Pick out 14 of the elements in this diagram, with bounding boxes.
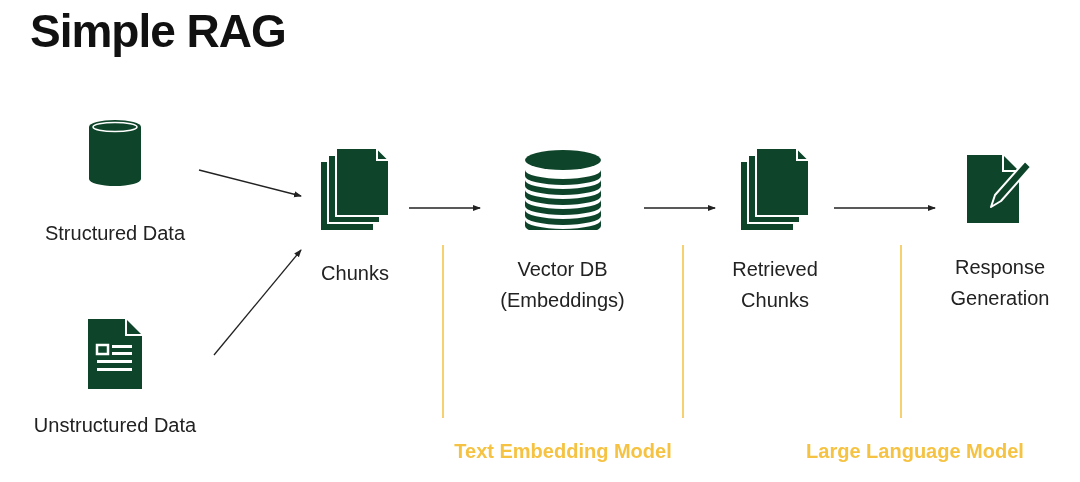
node-label: Vector DB (Embeddings): [499, 257, 626, 313]
arrow: [408, 205, 481, 211]
node-label: Structured Data: [43, 221, 187, 246]
arrow: [833, 205, 936, 211]
arrow: [198, 169, 302, 198]
node-label: Chunks: [320, 261, 390, 286]
arrow: [643, 205, 716, 211]
arrow: [213, 249, 302, 356]
title: Simple RAG: [30, 4, 286, 58]
model-label: Large Language Model: [806, 440, 1024, 463]
model-label: Text Embedding Model: [454, 440, 672, 463]
node-label: Response Generation: [949, 255, 1051, 311]
node-label: Retrieved Chunks: [731, 257, 819, 313]
node-label: Unstructured Data: [32, 413, 198, 438]
